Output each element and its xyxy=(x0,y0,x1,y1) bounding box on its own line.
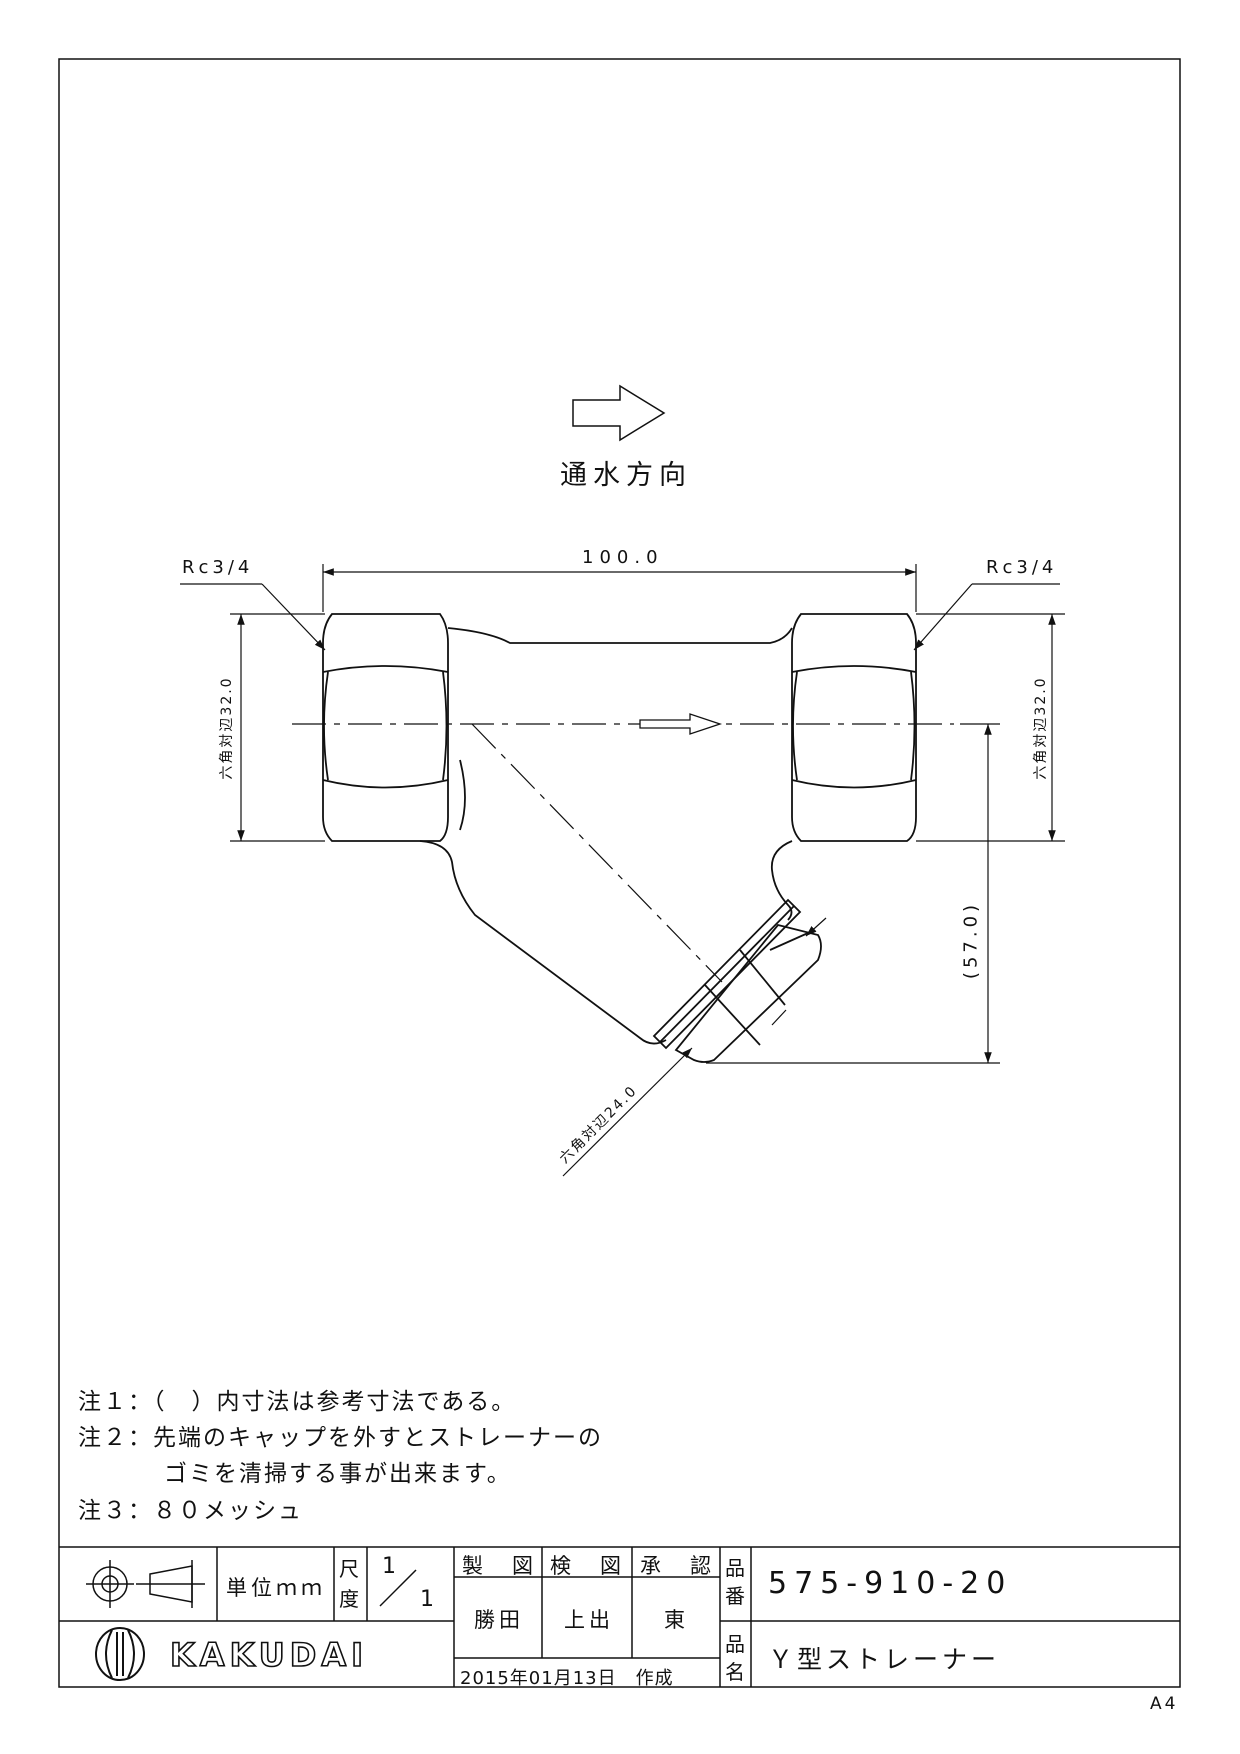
checked-by: 上出 xyxy=(564,1608,614,1632)
scale-label-bottom: 度 xyxy=(339,1587,359,1611)
hex-dimension-left: 六角対辺32.0 xyxy=(219,676,235,780)
cap-hex xyxy=(674,923,822,1063)
drawn-header: 製 図 xyxy=(462,1554,537,1578)
thread-size-left: Rc3/4 xyxy=(182,557,254,578)
kakudai-logo-icon xyxy=(95,1627,145,1681)
dimension-lines xyxy=(180,564,1065,1177)
checked-header: 検 図 xyxy=(550,1554,625,1578)
company-name: KAKUDAI xyxy=(169,1635,369,1675)
center-lines xyxy=(292,723,954,983)
scale-denominator: 1 xyxy=(420,1587,434,1612)
overall-length-dimension: 100.0 xyxy=(582,547,664,568)
flow-direction-arrow xyxy=(572,384,666,442)
part-no-label-top: 品 xyxy=(725,1556,745,1580)
paper-size: A4 xyxy=(1150,1694,1179,1714)
sheet-border xyxy=(58,58,1181,1688)
date-created: 2015年01月13日 作成 xyxy=(460,1668,674,1689)
depth-reference-dimension: (57.0) xyxy=(960,900,982,980)
left-hex-nut xyxy=(322,613,449,842)
strainer-body xyxy=(322,613,917,1063)
approved-by: 東 xyxy=(664,1608,689,1632)
scale-numerator: 1 xyxy=(382,1554,396,1579)
note-2: 注２：先端のキャップを外すとストレーナーの xyxy=(78,1425,603,1451)
approved-header: 承 認 xyxy=(640,1554,715,1578)
note-1: 注１：（ ）内寸法は参考寸法である。 xyxy=(78,1389,517,1415)
hex-dimension-right: 六角対辺32.0 xyxy=(1033,676,1049,780)
title-block-lines xyxy=(59,1546,1180,1687)
body-bottom-left xyxy=(419,840,667,1045)
thread-size-right: Rc3/4 xyxy=(986,557,1058,578)
part-no-label-bottom: 番 xyxy=(725,1584,745,1608)
body-right-lobe xyxy=(770,840,793,921)
cap-flange xyxy=(652,898,802,1050)
body-top-profile xyxy=(447,627,793,644)
projection-symbol-icon xyxy=(86,1560,205,1608)
drawn-by: 勝田 xyxy=(474,1608,524,1632)
part-number: 575-910-20 xyxy=(768,1566,1013,1601)
internal-flow-arrow xyxy=(639,713,723,735)
flow-direction-label: 通水方向 xyxy=(560,460,692,491)
part-name: Ｙ型ストレーナー xyxy=(768,1645,1001,1674)
note-2-continued: ゴミを清掃する事が出来ます。 xyxy=(164,1461,512,1487)
note-3: 注３：８０メッシュ xyxy=(78,1498,303,1524)
part-name-label-top: 品 xyxy=(725,1632,745,1656)
unit-label: 単位ｍｍ xyxy=(226,1576,326,1600)
part-name-label-bottom: 名 xyxy=(725,1660,745,1684)
body-neck-top xyxy=(459,759,466,831)
right-hex-nut xyxy=(791,613,917,842)
scale-label-top: 尺 xyxy=(339,1557,359,1581)
